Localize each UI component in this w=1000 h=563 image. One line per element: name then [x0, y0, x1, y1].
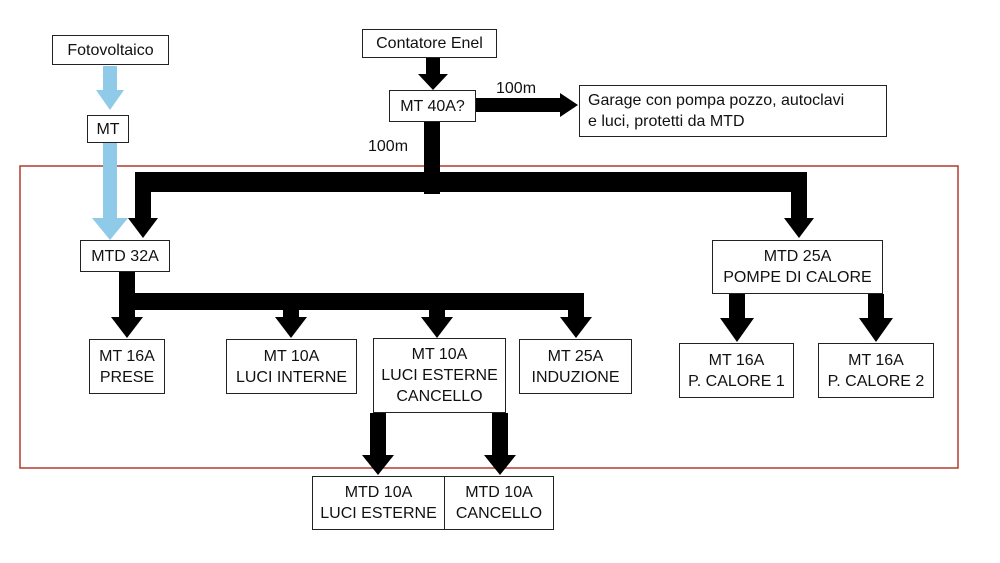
mtd32-branch-lines	[111, 272, 592, 338]
main-feed-lines	[128, 58, 814, 238]
mtd25-label-line-2: POMPE DI CALORE	[723, 269, 872, 286]
mtd10-esterne-label-line-1: MTD 10A	[344, 484, 413, 501]
mt-main-box: MT 40A?	[389, 90, 476, 122]
mt10-luci-interne-label-line-1: MT 10A	[263, 347, 320, 365]
mtd25-branch-lines	[720, 294, 893, 342]
mt16-pc2-label-line-1: MT 16A	[848, 351, 904, 369]
mtd32-box: MTD 32A	[80, 240, 170, 272]
mtd10-esterne-label-line-2: LUCI ESTERNE	[320, 505, 437, 522]
mt10-luci-esterne-cancello-box: MT 10A LUCI ESTERNE CANCELLO	[373, 338, 506, 413]
mt16-prese-box: MT 16A PRESE	[89, 339, 165, 394]
solar-feed-line	[92, 66, 128, 240]
mtd10-cancello-box: MTD 10A CANCELLO	[444, 476, 554, 530]
mt16-prese-label-line-1: MT 16A	[99, 347, 155, 365]
mtd32-label: MTD 32A	[91, 247, 159, 265]
mt10-esterne-label-line-2: LUCI ESTERNE	[381, 367, 498, 384]
mt25-induzione-label-line-2: INDUZIONE	[531, 368, 620, 386]
mt16-prese-label-line-2: PRESE	[99, 368, 155, 386]
mt10-esterne-branch-lines	[362, 413, 516, 475]
mtd10-cancello-label-line-1: MTD 10A	[465, 484, 533, 501]
mt16-p-calore-1-box: MT 16A P. CALORE 1	[679, 343, 794, 398]
mt25-induzione-box: MT 25A INDUZIONE	[519, 339, 632, 394]
mt10-luci-interne-box: MT 10A LUCI INTERNE	[226, 339, 357, 394]
fotovoltaico-label: Fotovoltaico	[67, 41, 154, 59]
mt10-esterne-label-line-1: MT 10A	[411, 346, 468, 363]
mtd25-pompe-box: MTD 25A POMPE DI CALORE	[712, 240, 883, 294]
mtd25-label-line-1: MTD 25A	[763, 248, 832, 265]
contatore-enel-box: Contatore Enel	[362, 29, 497, 58]
house-zone-boundary	[19, 165, 959, 469]
mt10-esterne-label-line-3: CANCELLO	[396, 388, 483, 405]
distance-label-garage: 100m	[496, 80, 537, 97]
garage-box: Garage con pompa pozzo, autoclavi e luci…	[579, 85, 887, 137]
mtd10-cancello-label-line-2: CANCELLO	[455, 505, 543, 522]
mt-pv-box: MT	[87, 115, 129, 143]
mtd10-luci-esterne-box: MTD 10A LUCI ESTERNE	[312, 476, 445, 530]
garage-label-line-2: e luci, protetti da MTD	[588, 113, 745, 130]
mt16-pc2-label-line-2: P. CALORE 2	[827, 372, 925, 390]
mt-pv-label: MT	[96, 120, 120, 138]
mt25-induzione-label-line-1: MT 25A	[547, 347, 604, 365]
mt16-p-calore-2-box: MT 16A P. CALORE 2	[818, 343, 934, 398]
contatore-enel-label: Contatore Enel	[376, 35, 483, 52]
mt16-pc1-label-line-2: P. CALORE 1	[688, 372, 785, 390]
mt10-luci-interne-label-line-2: LUCI INTERNE	[235, 368, 348, 386]
mt-main-label: MT 40A?	[400, 97, 465, 115]
mt16-pc1-label-line-1: MT 16A	[708, 351, 765, 369]
fotovoltaico-box: Fotovoltaico	[52, 35, 169, 65]
garage-label-line-1: Garage con pompa pozzo, autoclavi	[588, 92, 845, 109]
distance-label-house: 100m	[368, 138, 409, 155]
